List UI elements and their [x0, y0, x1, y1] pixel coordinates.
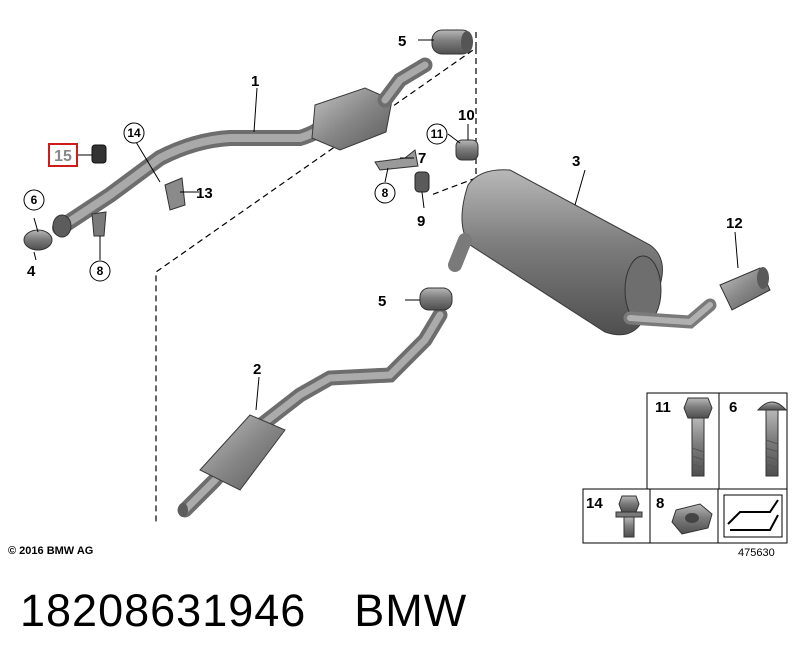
legend-label-8: 8: [656, 495, 664, 512]
callout-9: 9: [417, 213, 425, 230]
svg-text:8: 8: [97, 264, 104, 278]
leader-lines: [33, 39, 739, 411]
callout-6-circle: 6: [23, 189, 45, 211]
part-number: 18208631946: [20, 585, 307, 636]
callout-2: 2: [253, 361, 261, 378]
exhaust-parts-diagram: 1 5 3 10 7 9 12 13 4 5 2 14 11 8 6 8 15 …: [8, 29, 788, 559]
hex-bolt-icon: [683, 397, 713, 477]
bracket-part-7: [374, 149, 419, 171]
callout-7: 7: [418, 150, 426, 167]
callout-3: 3: [572, 153, 580, 170]
arrow-note-icon: [723, 494, 783, 538]
part-number-caption: 18208631946 BMW: [20, 585, 467, 655]
clamp-part-4: [23, 229, 53, 251]
callout-5-top: 5: [398, 33, 406, 50]
rear-silencer-part-3: [448, 169, 717, 336]
callout-5-lower: 5: [378, 293, 386, 310]
tailpipe-trim-part-12: [719, 267, 771, 311]
svg-text:14: 14: [127, 126, 141, 140]
bracket-part-13: [164, 177, 186, 211]
legend-label-14: 14: [586, 495, 603, 512]
callout-1: 1: [251, 73, 259, 90]
clamp-part-5-lower: [419, 287, 453, 311]
legend-label-6: 6: [729, 399, 737, 416]
svg-text:11: 11: [431, 127, 444, 141]
rubber-mount-part-9: [414, 171, 430, 193]
callout-14-circle: 14: [123, 122, 145, 144]
carriage-bolt-icon: [756, 401, 788, 477]
flange-screw-icon: [615, 495, 643, 538]
svg-text:8: 8: [382, 186, 389, 200]
brand-name: BMW: [354, 585, 468, 636]
rubber-mount-part-10: [455, 139, 479, 161]
callout-8-circle-right: 8: [374, 182, 396, 204]
clamp-part-5-top: [431, 29, 473, 55]
copyright-notice: © 2016 BMW AG: [8, 545, 93, 557]
svg-text:15: 15: [54, 148, 72, 165]
flange-nut-icon: [671, 503, 713, 535]
callout-13: 13: [196, 185, 213, 202]
svg-text:6: 6: [31, 193, 38, 207]
callout-11-circle: 11: [426, 123, 448, 145]
callout-8-circle-left: 8: [89, 260, 111, 282]
callout-10: 10: [458, 107, 475, 124]
diagram-number: 475630: [738, 547, 775, 559]
callout-12: 12: [726, 215, 743, 232]
rubber-mount-part-15: [91, 144, 107, 164]
front-pipe-part-1: [52, 57, 433, 238]
callout-4: 4: [27, 263, 36, 280]
intermediate-pipe-part-2: [177, 307, 448, 518]
callout-15-highlighted: 15: [48, 143, 78, 167]
fastener-legend-table: [582, 392, 788, 544]
legend-label-11: 11: [655, 399, 671, 416]
